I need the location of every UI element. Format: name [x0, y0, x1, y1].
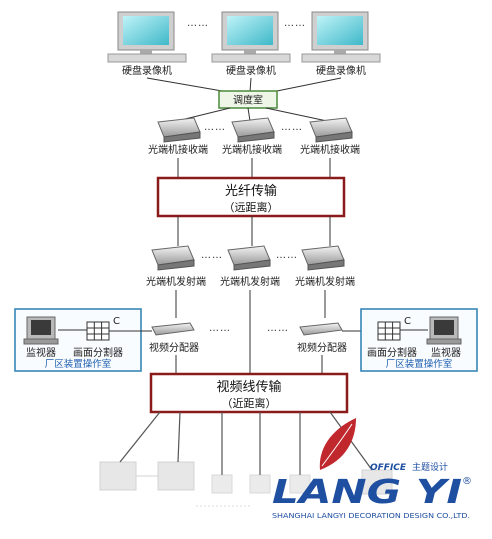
splitter-to-coax — [175, 355, 323, 374]
transmitter-3: 光端机发射端 — [295, 245, 355, 288]
receiver-1: 光端机接收端 — [148, 117, 208, 156]
monitor-icon-right — [426, 316, 462, 345]
transmitter-2: 光端机发射端 — [220, 245, 280, 288]
transmitter-connectors — [175, 290, 326, 374]
transmitter-1: 光端机发射端 — [146, 245, 206, 288]
transmitter-dots-2: …… — [276, 250, 298, 261]
control-to-receivers — [176, 107, 328, 122]
receiver-label-2: 光端机接收端 — [222, 143, 282, 156]
recorder-label-1: 硬盘录像机 — [122, 64, 172, 77]
top-dots-2: …… — [284, 18, 306, 29]
recorder-label-3: 硬盘录像机 — [316, 64, 366, 77]
transmitter-dots-1: …… — [201, 250, 223, 261]
c-mark-left: C — [113, 316, 120, 327]
coax-subtitle: （近距离） — [222, 396, 277, 410]
logo-brand: LANG YI — [272, 472, 462, 511]
left-operation-room: C 监视器 画面分割器 厂区装置操作室 — [14, 308, 142, 372]
receiver-dots-1: …… — [204, 122, 226, 133]
fiber-transmission-box: 光纤传输 （远距离） — [156, 176, 346, 218]
right-operation-room: C 画面分割器 监视器 厂区装置操作室 — [360, 308, 478, 372]
fiber-title: 光纤传输 — [225, 183, 277, 199]
transmitter-label-3: 光端机发射端 — [295, 275, 355, 288]
splitter-label-left: 视频分配器 — [149, 341, 199, 354]
monitor-icon-left — [23, 316, 59, 345]
splitter-dots-left: …… — [209, 323, 231, 334]
coax-transmission-box: 视频线传输 （近距离） — [149, 372, 349, 414]
video-splitter-right: 视频分配器 — [297, 322, 347, 354]
recorder-3: 硬盘录像机 — [301, 11, 381, 77]
coax-title: 视频线传输 — [216, 379, 281, 395]
control-room: 调度室 — [218, 90, 278, 109]
video-splitter-left: 视频分配器 — [149, 322, 199, 354]
screen-splitter-label-left: 画面分割器 — [73, 346, 123, 359]
recorder-2: 硬盘录像机 — [211, 11, 291, 77]
receiver-3: 光端机接收端 — [300, 117, 360, 156]
monitor-label-right: 监视器 — [431, 346, 461, 359]
splitter-label-right: 视频分配器 — [297, 341, 347, 354]
splitter-dots-right: …… — [267, 323, 289, 334]
control-room-label: 调度室 — [233, 94, 263, 107]
receiver-to-fiber — [177, 158, 331, 178]
monitor-label-left: 监视器 — [26, 346, 56, 359]
fiber-to-transmitters — [177, 216, 331, 246]
recorder-label-2: 硬盘录像机 — [226, 64, 276, 77]
langyi-logo: OFFICE 主题设计 LANG YI ® SHANGHAI LANGYI DE… — [272, 418, 472, 520]
receiver-label-3: 光端机接收端 — [300, 143, 360, 156]
transmitter-label-1: 光端机发射端 — [146, 275, 206, 288]
top-dots-1: …… — [187, 18, 209, 29]
recorder-connectors — [146, 77, 342, 93]
room-label-right: 厂区装置操作室 — [386, 358, 453, 370]
receiver-label-1: 光端机接收端 — [148, 143, 208, 156]
recorder-1: 硬盘录像机 — [107, 11, 187, 77]
c-mark-right: C — [404, 316, 411, 327]
logo-office: OFFICE — [370, 463, 407, 473]
logo-tagline: SHANGHAI LANGYI DECORATION DESIGN CO.,LT… — [272, 511, 470, 520]
logo-registered: ® — [462, 476, 472, 487]
screen-splitter-icon-left — [86, 321, 110, 341]
transmitter-label-2: 光端机发射端 — [220, 275, 280, 288]
logo-chinese: 主题设计 — [412, 461, 448, 473]
receiver-dots-2: …… — [281, 122, 303, 133]
fiber-subtitle: （远距离） — [224, 200, 279, 214]
receiver-2: 光端机接收端 — [222, 117, 282, 156]
room-label-left: 厂区装置操作室 — [45, 358, 112, 370]
screen-splitter-label-right: 画面分割器 — [367, 346, 417, 359]
blurred-terminal-devices — [99, 461, 393, 507]
screen-splitter-icon-right — [377, 321, 401, 341]
